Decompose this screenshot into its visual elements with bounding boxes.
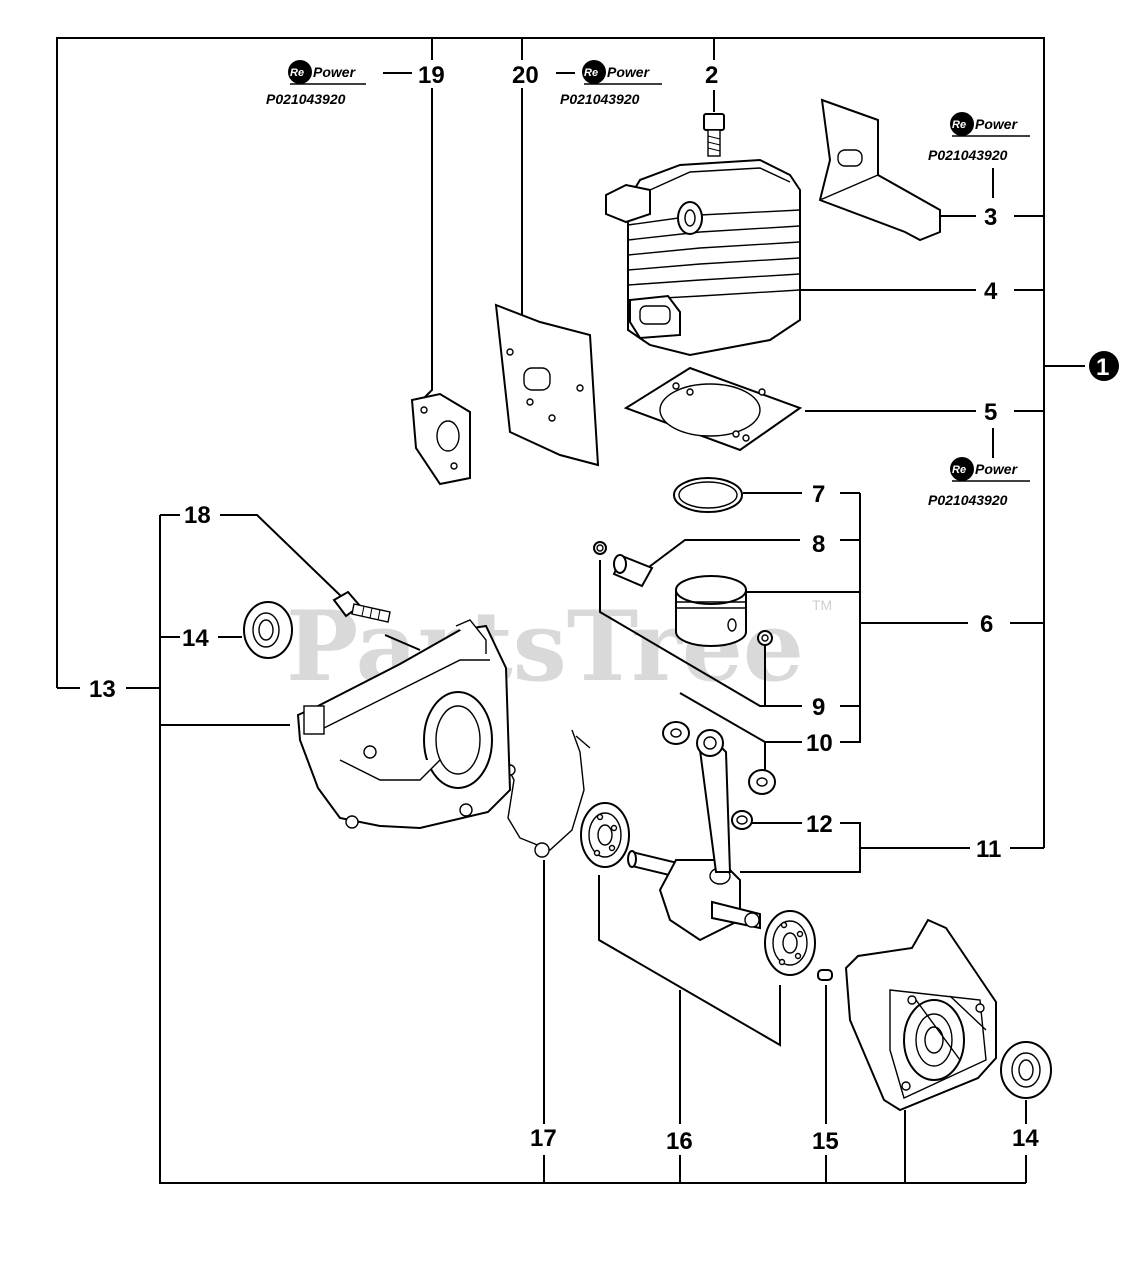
- callout-13: 13: [89, 676, 116, 703]
- part-gasket-19: [410, 392, 471, 486]
- part-piston-pin-8: [612, 554, 654, 588]
- repower-part-number: P021043920: [560, 91, 640, 107]
- repower-badge-3: Re Power P021043920: [928, 112, 1030, 163]
- repower-logo-prefix: Re: [584, 67, 598, 79]
- watermark-trademark: TM: [812, 597, 832, 613]
- callout-8: 8: [812, 531, 825, 558]
- part-bearing-16b: [764, 910, 816, 976]
- callout-15: 15: [812, 1128, 839, 1155]
- part-oil-seal-14b: [1000, 1041, 1052, 1099]
- part-gasket-20: [494, 303, 600, 467]
- callout-18: 18: [184, 502, 211, 529]
- repower-logo-word: Power: [313, 64, 357, 80]
- callout-10: 10: [806, 730, 833, 757]
- repower-logo-word: Power: [975, 461, 1019, 477]
- callout-20: 20: [512, 62, 539, 89]
- part-cylinder-4: [605, 158, 801, 357]
- part-circlip-9a: [593, 541, 607, 555]
- callout-14-right: 14: [1012, 1125, 1039, 1152]
- part-needle-bearing-12: [731, 810, 753, 830]
- part-gasket-17: [504, 729, 591, 858]
- repower-logo-prefix: Re: [290, 67, 304, 79]
- part-washer-10a: [662, 721, 690, 745]
- repower-badge-19: Re Power P021043920: [266, 60, 366, 107]
- repower-part-number: P021043920: [266, 91, 346, 107]
- callout-14-left: 14: [182, 625, 209, 652]
- part-circlip-9b: [757, 630, 773, 646]
- repower-badge-20: Re Power P021043920: [560, 60, 662, 107]
- callout-17: 17: [530, 1125, 557, 1152]
- part-crankcase-housing: [844, 918, 997, 1112]
- part-bolt-2: [703, 113, 725, 157]
- callout-5: 5: [984, 399, 997, 426]
- repower-logo-prefix: Re: [952, 464, 966, 476]
- repower-logo-prefix: Re: [952, 119, 966, 131]
- callout-4: 4: [984, 278, 998, 305]
- part-piston-6: [675, 575, 747, 647]
- callout-9: 9: [812, 694, 825, 721]
- repower-part-number: P021043920: [928, 147, 1008, 163]
- part-oil-seal-14a: [243, 601, 293, 659]
- part-bolt-18: [332, 590, 391, 623]
- part-piston-ring-7: [673, 477, 743, 513]
- callout-6: 6: [980, 611, 993, 638]
- repower-badge-5: Re Power P021043920: [928, 457, 1030, 508]
- repower-logo-word: Power: [975, 116, 1019, 132]
- callout-1-label: 1: [1096, 354, 1109, 381]
- callout-3: 3: [984, 204, 997, 231]
- part-crankshaft-11: [627, 729, 761, 942]
- callout-2: 2: [705, 62, 718, 89]
- callout-16: 16: [666, 1128, 693, 1155]
- part-crankcase-13: [296, 619, 512, 830]
- part-washer-10b: [748, 769, 776, 795]
- repower-part-number: P021043920: [928, 492, 1008, 508]
- part-bearing-16a: [580, 802, 630, 868]
- part-dowel-pin-15: [817, 969, 833, 981]
- callout-12: 12: [806, 811, 833, 838]
- callout-19: 19: [418, 62, 445, 89]
- part-heat-shield-3: [818, 98, 941, 242]
- repower-logo-word: Power: [607, 64, 651, 80]
- part-cylinder-gasket-5: [623, 366, 803, 452]
- callout-7: 7: [812, 481, 825, 508]
- callout-11: 11: [976, 836, 1001, 863]
- callout-1: 1: [1089, 351, 1119, 381]
- callouts: 1 2 3 4 5 6 7 8 9 10 11 12 13 14 14 15 1…: [89, 62, 1119, 1155]
- bracket-lines: [56, 37, 1085, 1184]
